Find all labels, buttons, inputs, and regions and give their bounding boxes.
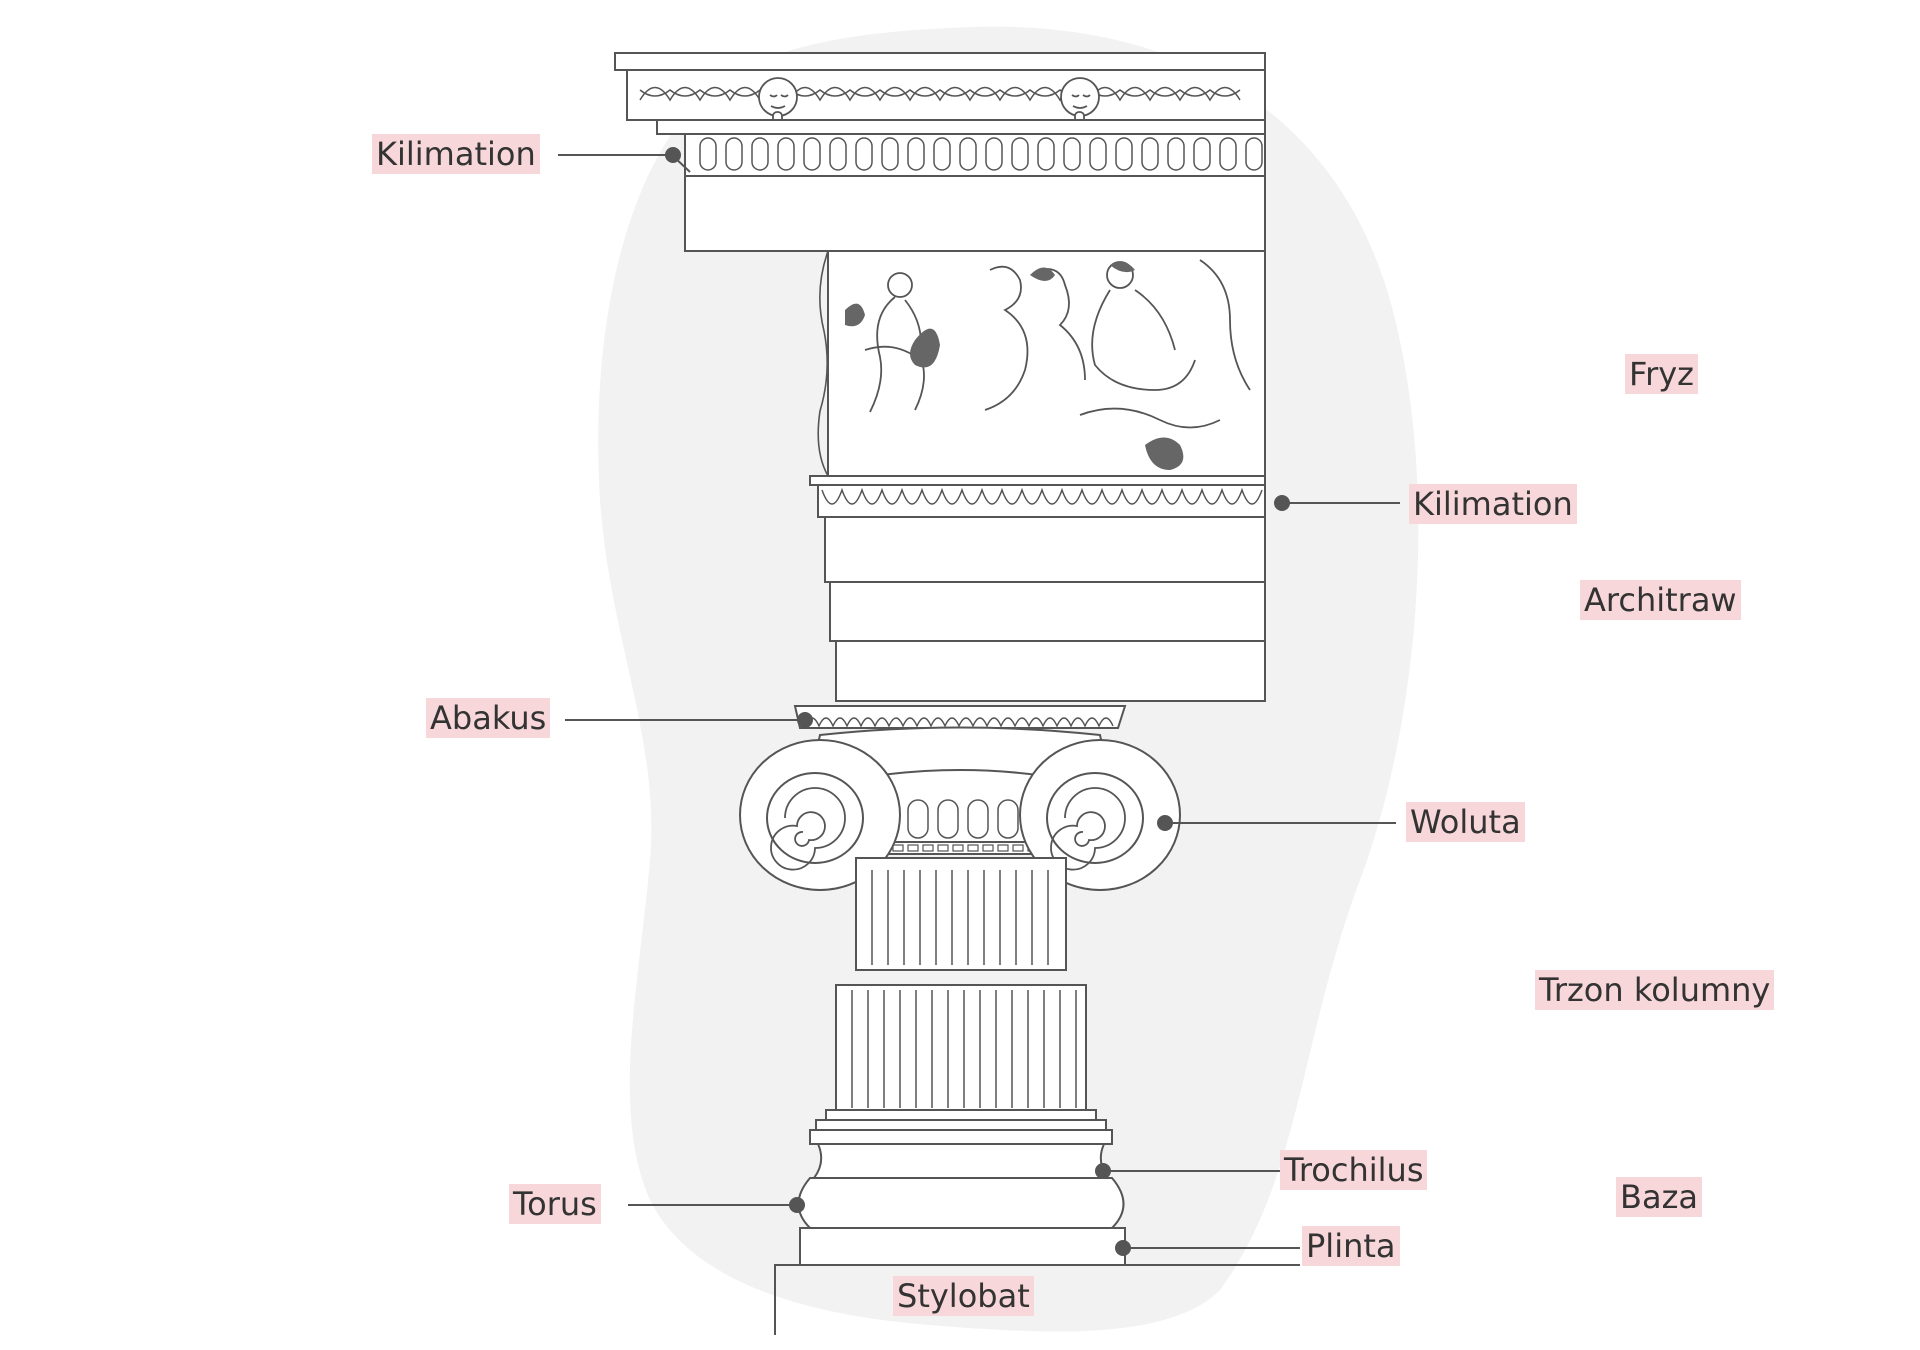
shaft-lower-flutes <box>851 990 1077 1108</box>
capital-echinus <box>808 726 1112 781</box>
dot-abakus <box>797 712 813 728</box>
architrave-fascia-1 <box>824 516 1266 583</box>
column-drawing <box>614 52 1300 1335</box>
dot-torus <box>789 1197 805 1213</box>
label-torus: Torus <box>509 1184 601 1224</box>
architrave-fascia-2 <box>829 581 1266 642</box>
corona <box>684 175 1266 252</box>
dot-woluta <box>1157 815 1173 831</box>
leaf-ornament <box>821 487 1263 505</box>
frieze-relief <box>864 259 1251 429</box>
label-kilimation-mid: Kilimation <box>1409 484 1577 524</box>
base-ring-3 <box>809 1129 1113 1145</box>
label-plinta: Plinta <box>1302 1226 1400 1266</box>
lion-head-1 <box>758 77 798 125</box>
label-kilimation-top: Kilimation <box>372 134 540 174</box>
dot-kilimation-top <box>665 147 681 163</box>
cornice-top <box>614 52 1266 71</box>
dot-kilimation-mid <box>1274 495 1290 511</box>
label-abakus: Abakus <box>426 698 551 738</box>
volute-right <box>1019 739 1181 891</box>
stylobat <box>774 1264 1300 1335</box>
shaft-lower <box>835 984 1087 1111</box>
leader-dots <box>665 147 1290 1256</box>
volute-left <box>739 739 901 891</box>
frieze-dark-shapes <box>845 261 1184 470</box>
egg-and-dart <box>699 137 1263 171</box>
abacus-ornament <box>804 717 1114 728</box>
plinth <box>799 1227 1126 1266</box>
label-trochilus: Trochilus <box>1280 1150 1428 1190</box>
frieze-edge <box>817 250 829 477</box>
label-trzon-kolumny: Trzon kolumny <box>1535 970 1775 1010</box>
trochilus <box>812 1143 1110 1179</box>
cornice-ornament <box>639 86 1241 102</box>
label-stylobat: Stylobat <box>893 1276 1034 1316</box>
dot-plinta <box>1115 1240 1131 1256</box>
architrave-fascia-3 <box>835 640 1266 702</box>
frieze-block <box>827 250 1266 477</box>
dot-trochilus <box>1095 1163 1111 1179</box>
base-ring-2 <box>815 1119 1107 1131</box>
label-baza: Baza <box>1616 1177 1702 1217</box>
label-woluta: Woluta <box>1406 802 1525 842</box>
torus <box>797 1177 1125 1229</box>
shaft-upper-flutes <box>871 870 1049 965</box>
cornice-fillet <box>656 119 1266 135</box>
base-ring-1 <box>825 1109 1097 1121</box>
astragal-beads <box>877 844 1039 852</box>
label-fryz: Fryz <box>1625 354 1698 394</box>
cymatium-fillet <box>809 475 1266 486</box>
shaft-upper <box>855 857 1067 971</box>
label-architraw: Architraw <box>1580 580 1741 620</box>
